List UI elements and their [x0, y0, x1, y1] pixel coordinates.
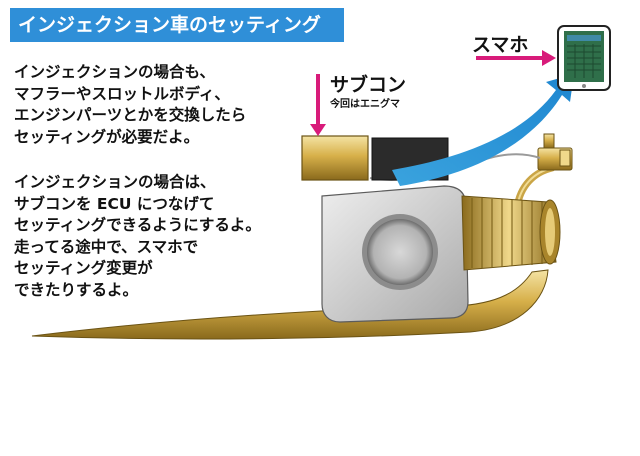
- text-line: マフラーやスロットルボディ、: [14, 84, 230, 103]
- throttle-bore: [367, 219, 433, 285]
- text-line: セッティング変更が: [14, 259, 153, 277]
- subcon-label: サブコン: [330, 74, 407, 96]
- explanation-paragraph: インジェクションの場合は、 サブコンを ECU につなげて セッティングできるよ…: [14, 172, 261, 301]
- subcon-sublabel: 今回はエニグマ: [330, 99, 400, 110]
- text-line: 走ってる途中で、スマホで: [14, 237, 199, 256]
- text-line: できたりするよ。: [14, 280, 139, 299]
- smartphone-pointer-arrow: [476, 50, 556, 66]
- text-line: インジェクションの場合は、: [14, 173, 216, 191]
- subcon-unit: [301, 135, 369, 181]
- text-line: エンジンパーツとかを交換したら: [14, 106, 247, 124]
- text-line: セッティングできるようにするよ。: [14, 216, 261, 234]
- subcon-pointer-arrow: [310, 74, 326, 136]
- funnel: [461, 195, 561, 271]
- smartphone-label: スマホ: [472, 34, 529, 56]
- smartphone: [557, 25, 611, 91]
- text-line: セッティングが必要だよ。: [14, 127, 200, 146]
- text-line: インジェクションの場合も、: [14, 63, 216, 81]
- title-banner: インジェクション車のセッティング: [10, 8, 344, 42]
- intro-paragraph: インジェクションの場合も、 マフラーやスロットルボディ、 エンジンパーツとかを交…: [14, 62, 246, 148]
- text-line: サブコンを ECU につなげて: [14, 194, 215, 213]
- intake-pipe: [31, 269, 549, 340]
- comm-arrow: [392, 74, 574, 186]
- connector: [537, 133, 573, 171]
